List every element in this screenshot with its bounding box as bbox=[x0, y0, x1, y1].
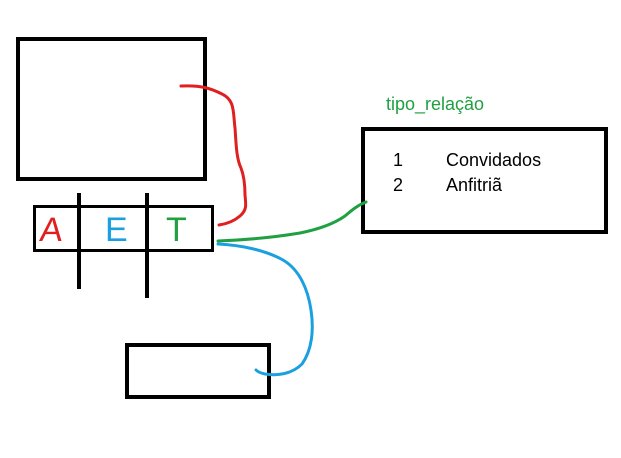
parent-entity-box bbox=[16, 37, 207, 181]
lookup-table-title: tipo_relação bbox=[386, 94, 485, 114]
blue-connector bbox=[216, 242, 314, 377]
lookup-row-1-id: 1 bbox=[393, 150, 404, 170]
key-letter-e: E bbox=[105, 211, 128, 249]
key-letter-t: T bbox=[166, 211, 187, 249]
lookup-table-box bbox=[361, 127, 608, 234]
red-connector bbox=[179, 84, 248, 227]
lookup-row-2-label: Anfitriã bbox=[446, 175, 503, 195]
lookup-row-2-id: 2 bbox=[393, 175, 404, 195]
divider-line-left bbox=[77, 193, 81, 289]
green-connector bbox=[216, 200, 368, 243]
key-fields-box bbox=[33, 205, 214, 252]
lookup-row-1-label: Convidados bbox=[446, 150, 542, 170]
child-entity-box bbox=[125, 343, 271, 399]
divider-line-right bbox=[145, 193, 149, 298]
